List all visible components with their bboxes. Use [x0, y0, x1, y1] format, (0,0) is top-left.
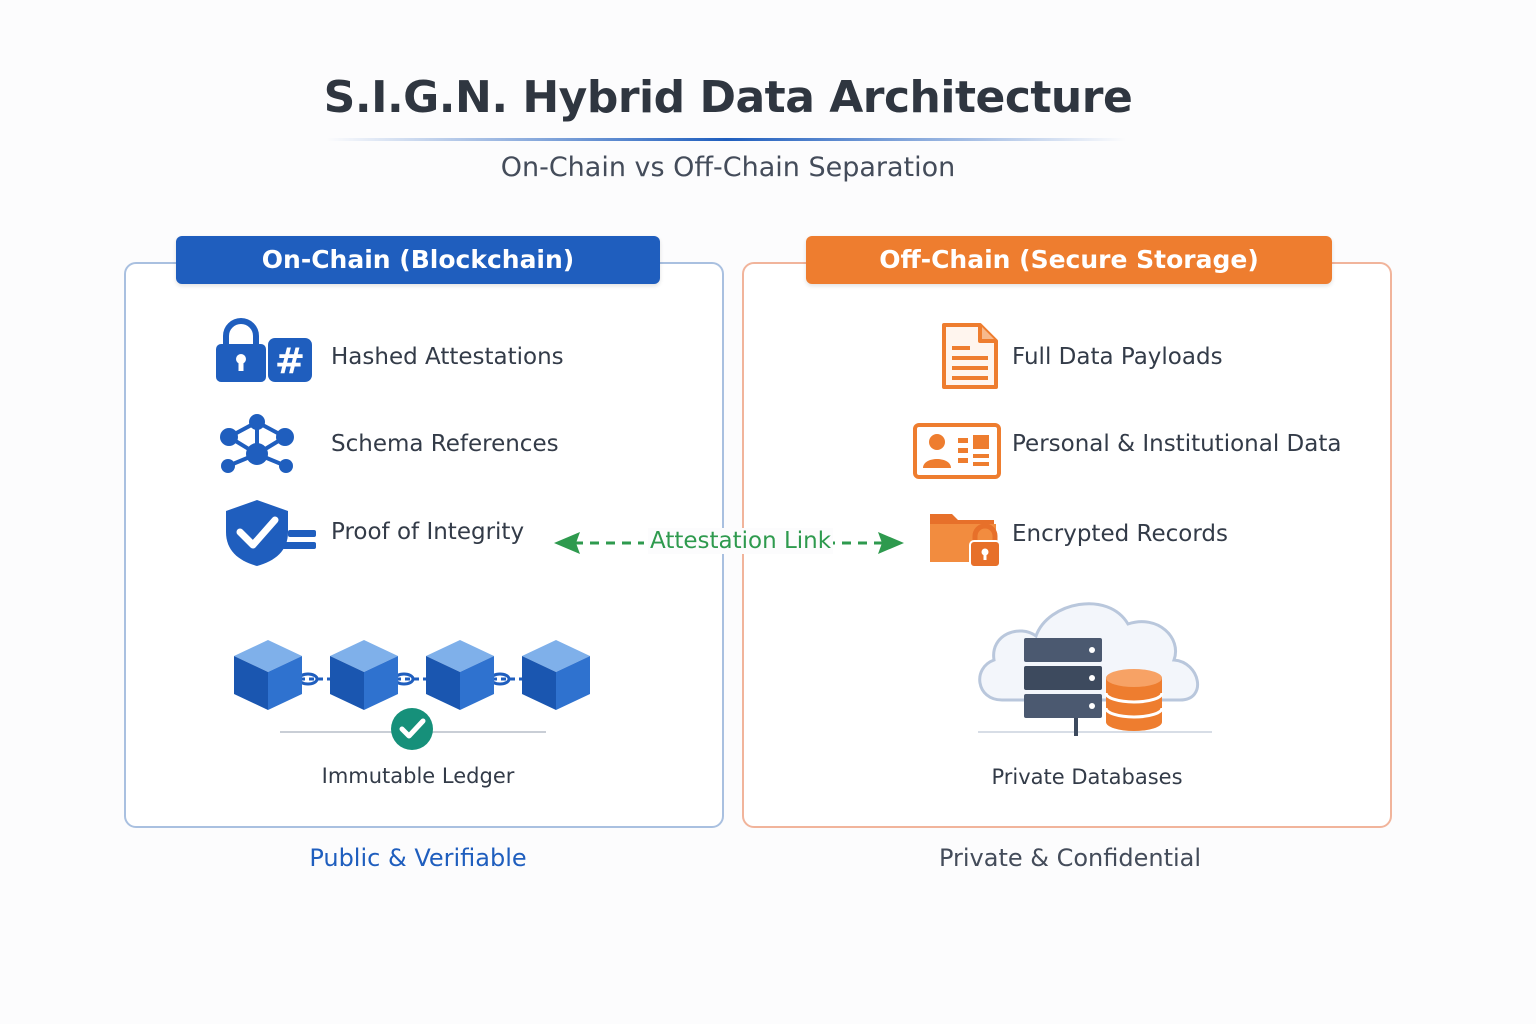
- blockchain-ledger-icon: [234, 640, 590, 750]
- network-nodes-icon: [220, 414, 294, 473]
- hashed-attestations-label: Hashed Attestations: [331, 344, 564, 370]
- off-chain-panel: [742, 262, 1392, 828]
- id-card-icon: [913, 423, 1001, 479]
- document-icon: [942, 323, 998, 389]
- on-chain-header: On-Chain (Blockchain): [176, 236, 660, 284]
- immutable-ledger-caption: Immutable Ledger: [321, 764, 515, 788]
- shield-check-icon: [226, 500, 316, 566]
- personal-institutional-data-label: Personal & Institutional Data: [1012, 431, 1342, 457]
- attestation-link-arrow: [554, 532, 904, 554]
- public-verifiable-footer: Public & Verifiable: [309, 844, 527, 872]
- private-databases-caption: Private Databases: [991, 765, 1183, 789]
- private-confidential-footer: Private & Confidential: [938, 844, 1202, 872]
- schema-references-label: Schema References: [331, 431, 559, 457]
- diagram-title: S.I.G.N. Hybrid Data Architecture: [323, 72, 1133, 123]
- diagram-subtitle: On-Chain vs Off-Chain Separation: [500, 152, 956, 183]
- svg-text:#: #: [275, 341, 305, 382]
- attestation-link-label: Attestation Link: [648, 528, 834, 554]
- lock-hash-icon: #: [216, 318, 312, 382]
- locked-folder-icon: [930, 514, 1001, 568]
- title-underline: [326, 138, 1126, 141]
- off-chain-header: Off-Chain (Secure Storage): [806, 236, 1332, 284]
- proof-of-integrity-label: Proof of Integrity: [331, 519, 525, 545]
- encrypted-records-label: Encrypted Records: [1012, 521, 1228, 547]
- cloud-database-icon: [978, 602, 1212, 736]
- full-data-payloads-label: Full Data Payloads: [1012, 344, 1223, 370]
